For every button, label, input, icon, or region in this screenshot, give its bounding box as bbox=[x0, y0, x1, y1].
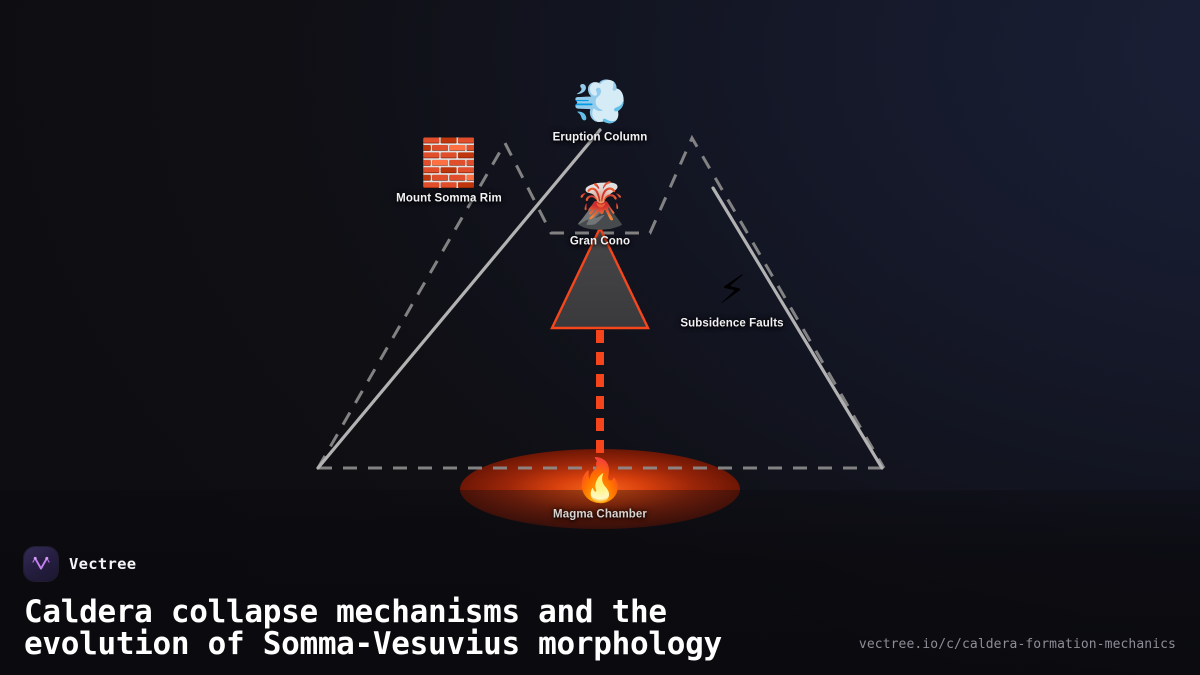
node-gran-cono[interactable]: 🌋 Gran Cono bbox=[569, 180, 631, 248]
node-label: Eruption Column bbox=[552, 131, 648, 144]
node-label: Magma Chamber bbox=[553, 508, 647, 521]
brand-lockup[interactable]: Vectree bbox=[24, 547, 1176, 582]
vectree-v-logo-icon bbox=[24, 547, 58, 582]
somma-flank-right bbox=[711, 186, 884, 470]
volcano-icon: 🌋 bbox=[572, 180, 628, 232]
lightning-bolt-icon: ⚡ bbox=[717, 267, 747, 314]
gran-cono-shape bbox=[550, 225, 650, 330]
poster-headline: Caldera collapse mechanisms and the evol… bbox=[24, 594, 722, 663]
somma-flank-left bbox=[316, 128, 602, 470]
wind-gust-icon: 💨 bbox=[572, 76, 628, 128]
node-eruption-column[interactable]: 💨 Eruption Column bbox=[552, 76, 648, 144]
source-url: vectree.io/c/caldera-formation-mechanics bbox=[858, 637, 1176, 652]
node-subsidence-faults[interactable]: ⚡ Subsidence Faults bbox=[680, 271, 783, 330]
brick-wall-icon: 🧱 bbox=[420, 135, 478, 190]
node-label: Subsidence Faults bbox=[680, 317, 784, 330]
node-label: Gran Cono bbox=[569, 235, 631, 248]
node-label: Mount Somma Rim bbox=[396, 192, 502, 205]
brand-name: Vectree bbox=[69, 555, 137, 574]
poster-footer: Vectree Caldera collapse mechanisms and … bbox=[0, 547, 1200, 675]
node-mount-somma-rim[interactable]: 🧱 Mount Somma Rim bbox=[396, 140, 502, 205]
node-magma-chamber[interactable]: 🔥 Magma Chamber bbox=[553, 455, 647, 521]
fire-icon: 🔥 bbox=[573, 455, 627, 505]
